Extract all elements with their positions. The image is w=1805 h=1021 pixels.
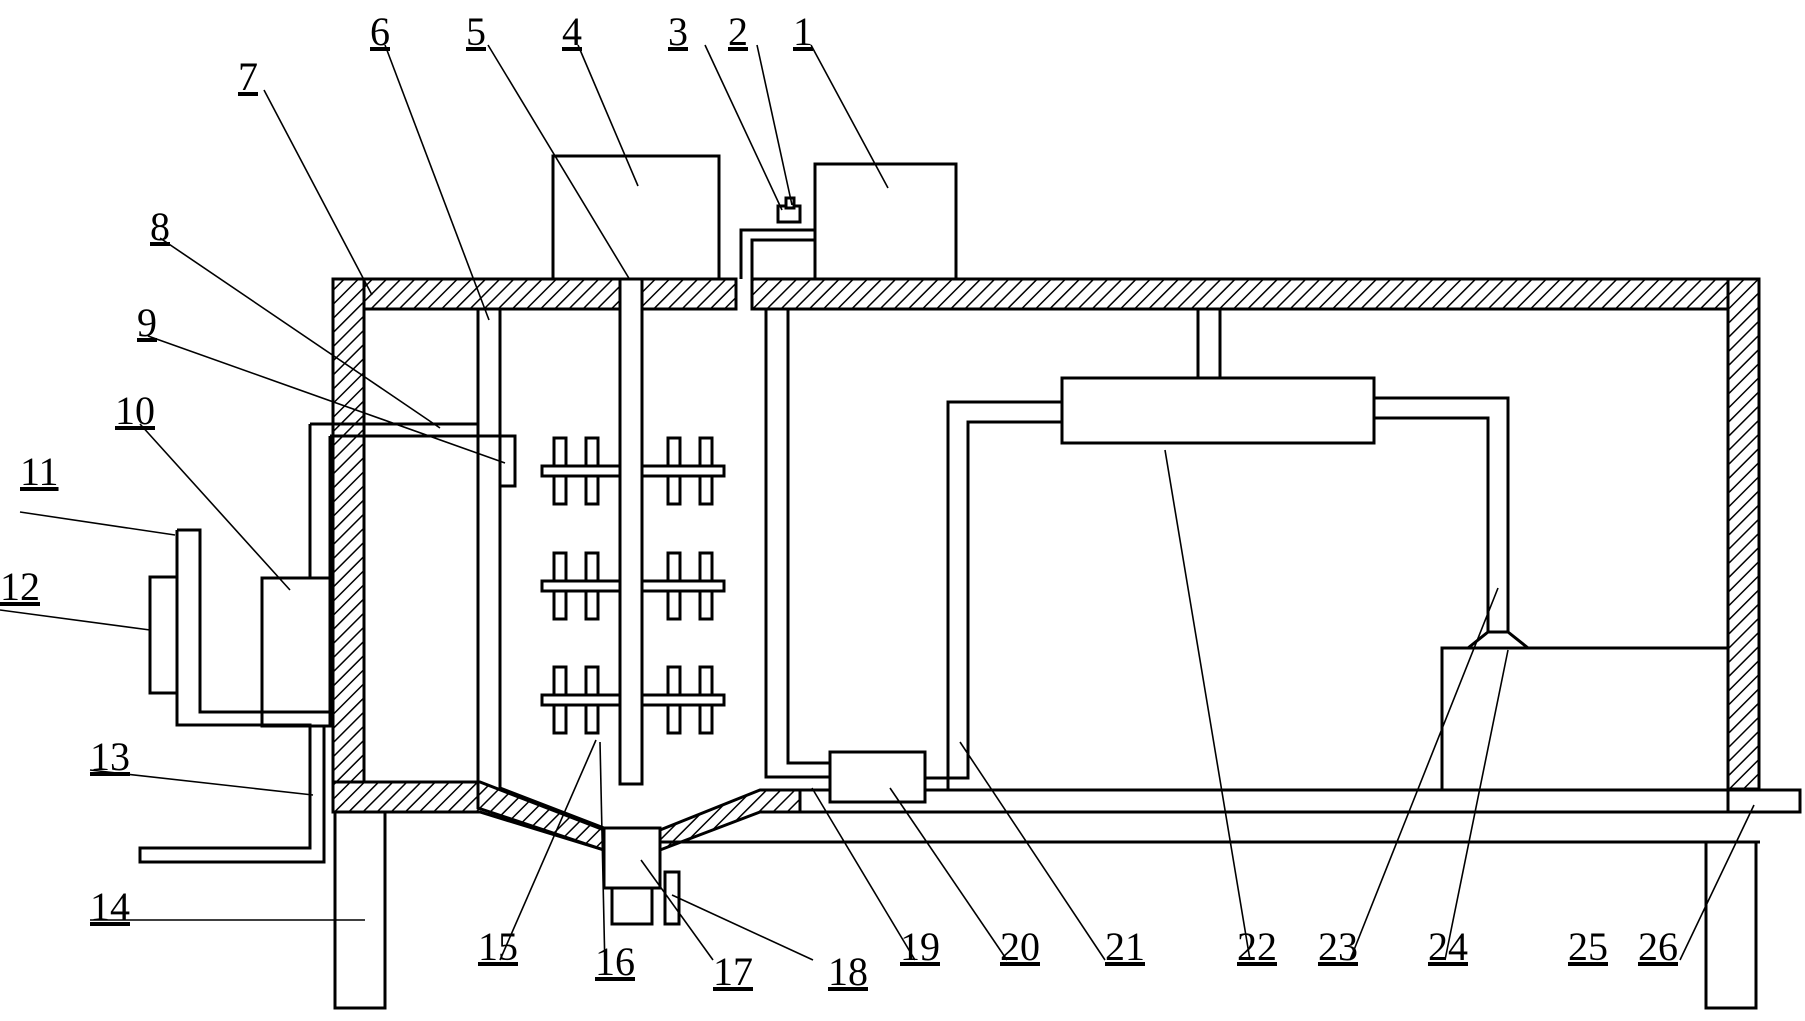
pipe-21 xyxy=(925,400,1062,792)
component-4-box xyxy=(551,154,721,281)
tank-22 xyxy=(1060,376,1376,445)
leader-lines xyxy=(0,44,1755,971)
label-22: 22 xyxy=(1237,924,1277,969)
leg-right xyxy=(1704,840,1758,1010)
housing-walls xyxy=(331,277,1761,853)
outlet-16 xyxy=(602,826,662,890)
label-16: 16 xyxy=(595,939,635,984)
top-pipe-inner xyxy=(750,238,815,279)
label-21: 21 xyxy=(1105,924,1145,969)
label-17: 17 xyxy=(713,949,753,994)
part-labels: 1 2 3 4 5 6 7 8 9 10 11 12 13 14 15 16 1… xyxy=(0,9,1678,994)
blade-bar xyxy=(640,693,726,707)
base-plate xyxy=(798,788,1802,814)
pipe-6 xyxy=(476,309,605,852)
label-13: 13 xyxy=(90,734,130,779)
label-2: 2 xyxy=(728,9,748,54)
label-4: 4 xyxy=(562,9,582,54)
right-vertical-pipe-inner xyxy=(786,309,830,765)
label-18: 18 xyxy=(828,949,868,994)
label-6: 6 xyxy=(370,9,390,54)
label-23: 23 xyxy=(1318,924,1358,969)
tank-22-hanger xyxy=(1196,307,1222,380)
label-24: 24 xyxy=(1428,924,1468,969)
label-15: 15 xyxy=(478,924,518,969)
label-12: 12 xyxy=(0,564,40,609)
pipe-21-inner xyxy=(925,420,1062,780)
label-14: 14 xyxy=(90,884,130,929)
stirring-blades xyxy=(540,436,726,735)
label-10: 10 xyxy=(115,388,155,433)
label-19: 19 xyxy=(900,924,940,969)
component-1-box xyxy=(813,162,958,281)
pipe-23 xyxy=(1374,396,1510,632)
blade-bar xyxy=(640,464,726,478)
component-10-box xyxy=(260,576,332,728)
label-9: 9 xyxy=(137,300,157,345)
label-26: 26 xyxy=(1638,924,1678,969)
blade-bar xyxy=(640,579,726,593)
top-pipe xyxy=(739,228,815,279)
label-5: 5 xyxy=(466,9,486,54)
pump-20 xyxy=(828,750,927,804)
base-plate-end xyxy=(1726,788,1802,814)
label-1: 1 xyxy=(793,9,813,54)
nozzle-9 xyxy=(498,434,517,488)
frame-11 xyxy=(138,528,334,864)
pipe-23-inner xyxy=(1374,416,1490,632)
blade-bar xyxy=(540,693,622,707)
label-11: 11 xyxy=(20,449,59,494)
label-20: 20 xyxy=(1000,924,1040,969)
label-8: 8 xyxy=(150,204,170,249)
outlet-17 xyxy=(610,886,654,926)
label-25: 25 xyxy=(1568,924,1608,969)
box-25 xyxy=(1440,646,1730,792)
right-vertical-pipe xyxy=(764,309,830,779)
label-7: 7 xyxy=(238,54,258,99)
stirring-shaft xyxy=(618,277,644,786)
component-12-box xyxy=(148,575,179,695)
blade-bar xyxy=(540,579,622,593)
blade-bar xyxy=(540,464,622,478)
label-3: 3 xyxy=(668,9,688,54)
leg-left xyxy=(333,810,387,1010)
